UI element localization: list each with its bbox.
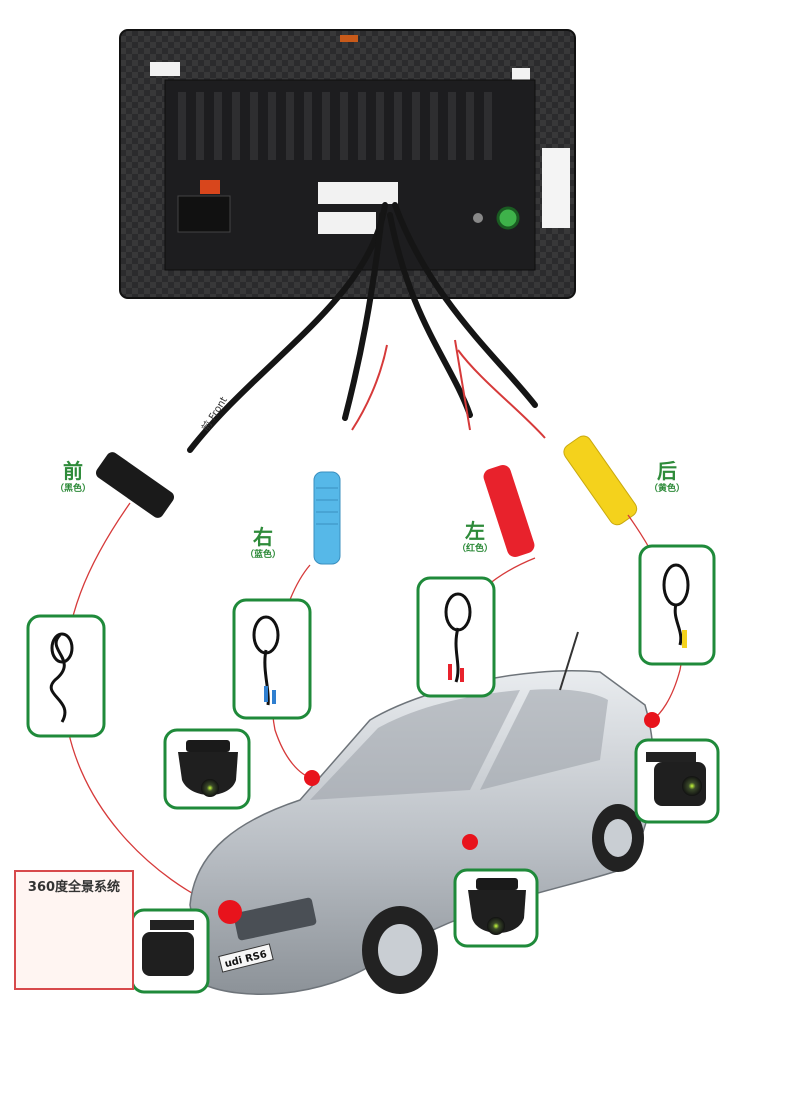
camera-position-markers <box>218 712 660 924</box>
label-rear: 后 （黄色） <box>644 460 690 496</box>
label-front-name: 前 <box>63 459 83 483</box>
plug-right-blue <box>313 471 341 565</box>
dome-camera-icon-left <box>453 868 539 948</box>
cable-box-left <box>416 576 496 698</box>
label-front-color: （黑色） <box>54 484 91 494</box>
label-right: 右 （蓝色） <box>240 526 286 562</box>
dome-camera-icon-right <box>163 728 251 810</box>
label-right-color: （蓝色） <box>244 550 281 560</box>
panorama-badge: 360度全景系统 <box>14 870 134 990</box>
cable-box-right <box>232 598 312 720</box>
panorama-badge-title: 360度全景系统 <box>27 880 121 895</box>
heatsink-fins <box>178 92 492 160</box>
head-unit <box>119 29 576 299</box>
plug-front-black <box>95 452 175 518</box>
label-rear-name: 后 <box>657 459 677 483</box>
car-icon: udi RS6 <box>189 631 655 995</box>
label-left: 左 （红色） <box>452 520 498 556</box>
plug-rear-yellow <box>563 435 638 526</box>
label-right-name: 右 <box>253 525 273 549</box>
label-front: 前 （黑色） <box>50 460 96 496</box>
plug-left-red <box>483 465 535 557</box>
label-rear-color: （黄色） <box>648 484 685 494</box>
label-left-color: （红色） <box>456 544 493 554</box>
bracket-camera-icon-rear <box>634 738 720 824</box>
harness-cables <box>187 202 538 453</box>
bracket-camera-icon-front <box>130 908 210 994</box>
label-left-name: 左 <box>465 519 485 543</box>
cable-box-rear <box>638 544 716 666</box>
cable-box-front <box>26 614 106 738</box>
